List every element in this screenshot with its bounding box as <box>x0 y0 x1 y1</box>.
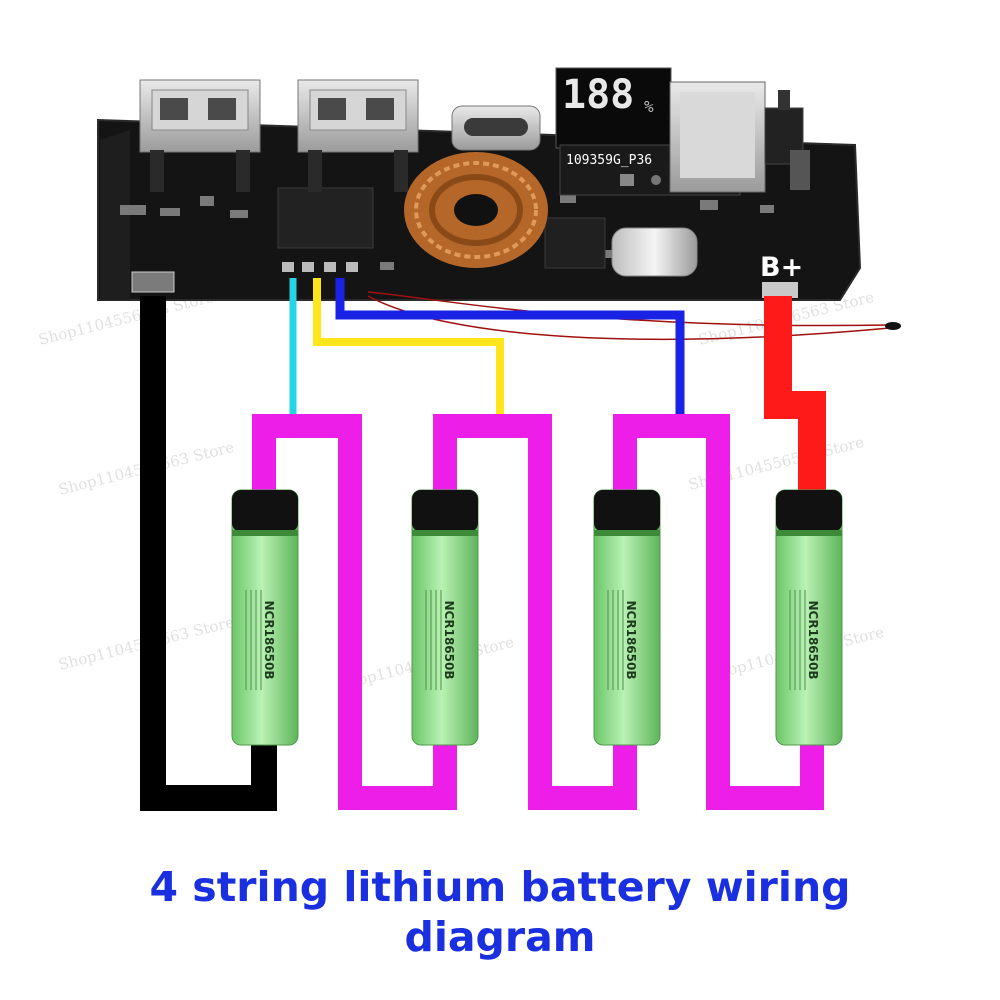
battery-model-label: NCR18650B <box>806 601 820 680</box>
display-digits: 188 <box>562 72 634 118</box>
series-link-3 <box>613 414 824 810</box>
battery-cell: NCR18650B <box>231 489 299 746</box>
caption-line-2: diagram <box>404 913 596 961</box>
toroid-inductor-icon <box>404 152 548 268</box>
usb-a-port-icon <box>139 79 261 192</box>
series-link-1 <box>252 414 457 810</box>
battery-cell: NCR18650B <box>411 489 479 746</box>
display-unit: % <box>644 97 654 116</box>
balance-wire-3 <box>335 278 685 420</box>
battery-model-label: NCR18650B <box>262 601 276 680</box>
diagram-caption: 4 string lithium battery wiring diagram <box>0 862 1000 962</box>
ic-chip <box>544 217 606 269</box>
ic-chip <box>277 187 374 249</box>
usb-a-port-icon <box>297 79 419 192</box>
battery-model-label: NCR18650B <box>442 601 456 680</box>
positive-label: B+ <box>760 252 803 283</box>
balance-wire-2 <box>313 278 504 420</box>
balance-terminals <box>282 262 358 272</box>
negative-wire <box>140 296 277 811</box>
connector-block <box>669 81 810 193</box>
battery-model-label: NCR18650B <box>624 601 638 680</box>
positive-wire <box>764 296 826 495</box>
wiring <box>140 278 826 811</box>
caption-line-1: 4 string lithium battery wiring <box>149 863 851 911</box>
positive-terminal-pad <box>762 282 798 298</box>
battery-row: NCR18650B NCR18650B NCR18650B NCR18650B <box>231 489 843 746</box>
negative-terminal-pad <box>131 271 175 293</box>
battery-cell: NCR18650B <box>593 489 661 746</box>
series-link-2 <box>433 414 637 810</box>
pcb-board: 188 % 109359G_P36 B+ <box>97 67 862 301</box>
capacitor-icon <box>611 227 698 277</box>
board-model-label: 109359G_P36 <box>566 153 652 168</box>
battery-cell: NCR18650B <box>775 489 843 746</box>
usb-c-port-icon <box>451 105 541 151</box>
